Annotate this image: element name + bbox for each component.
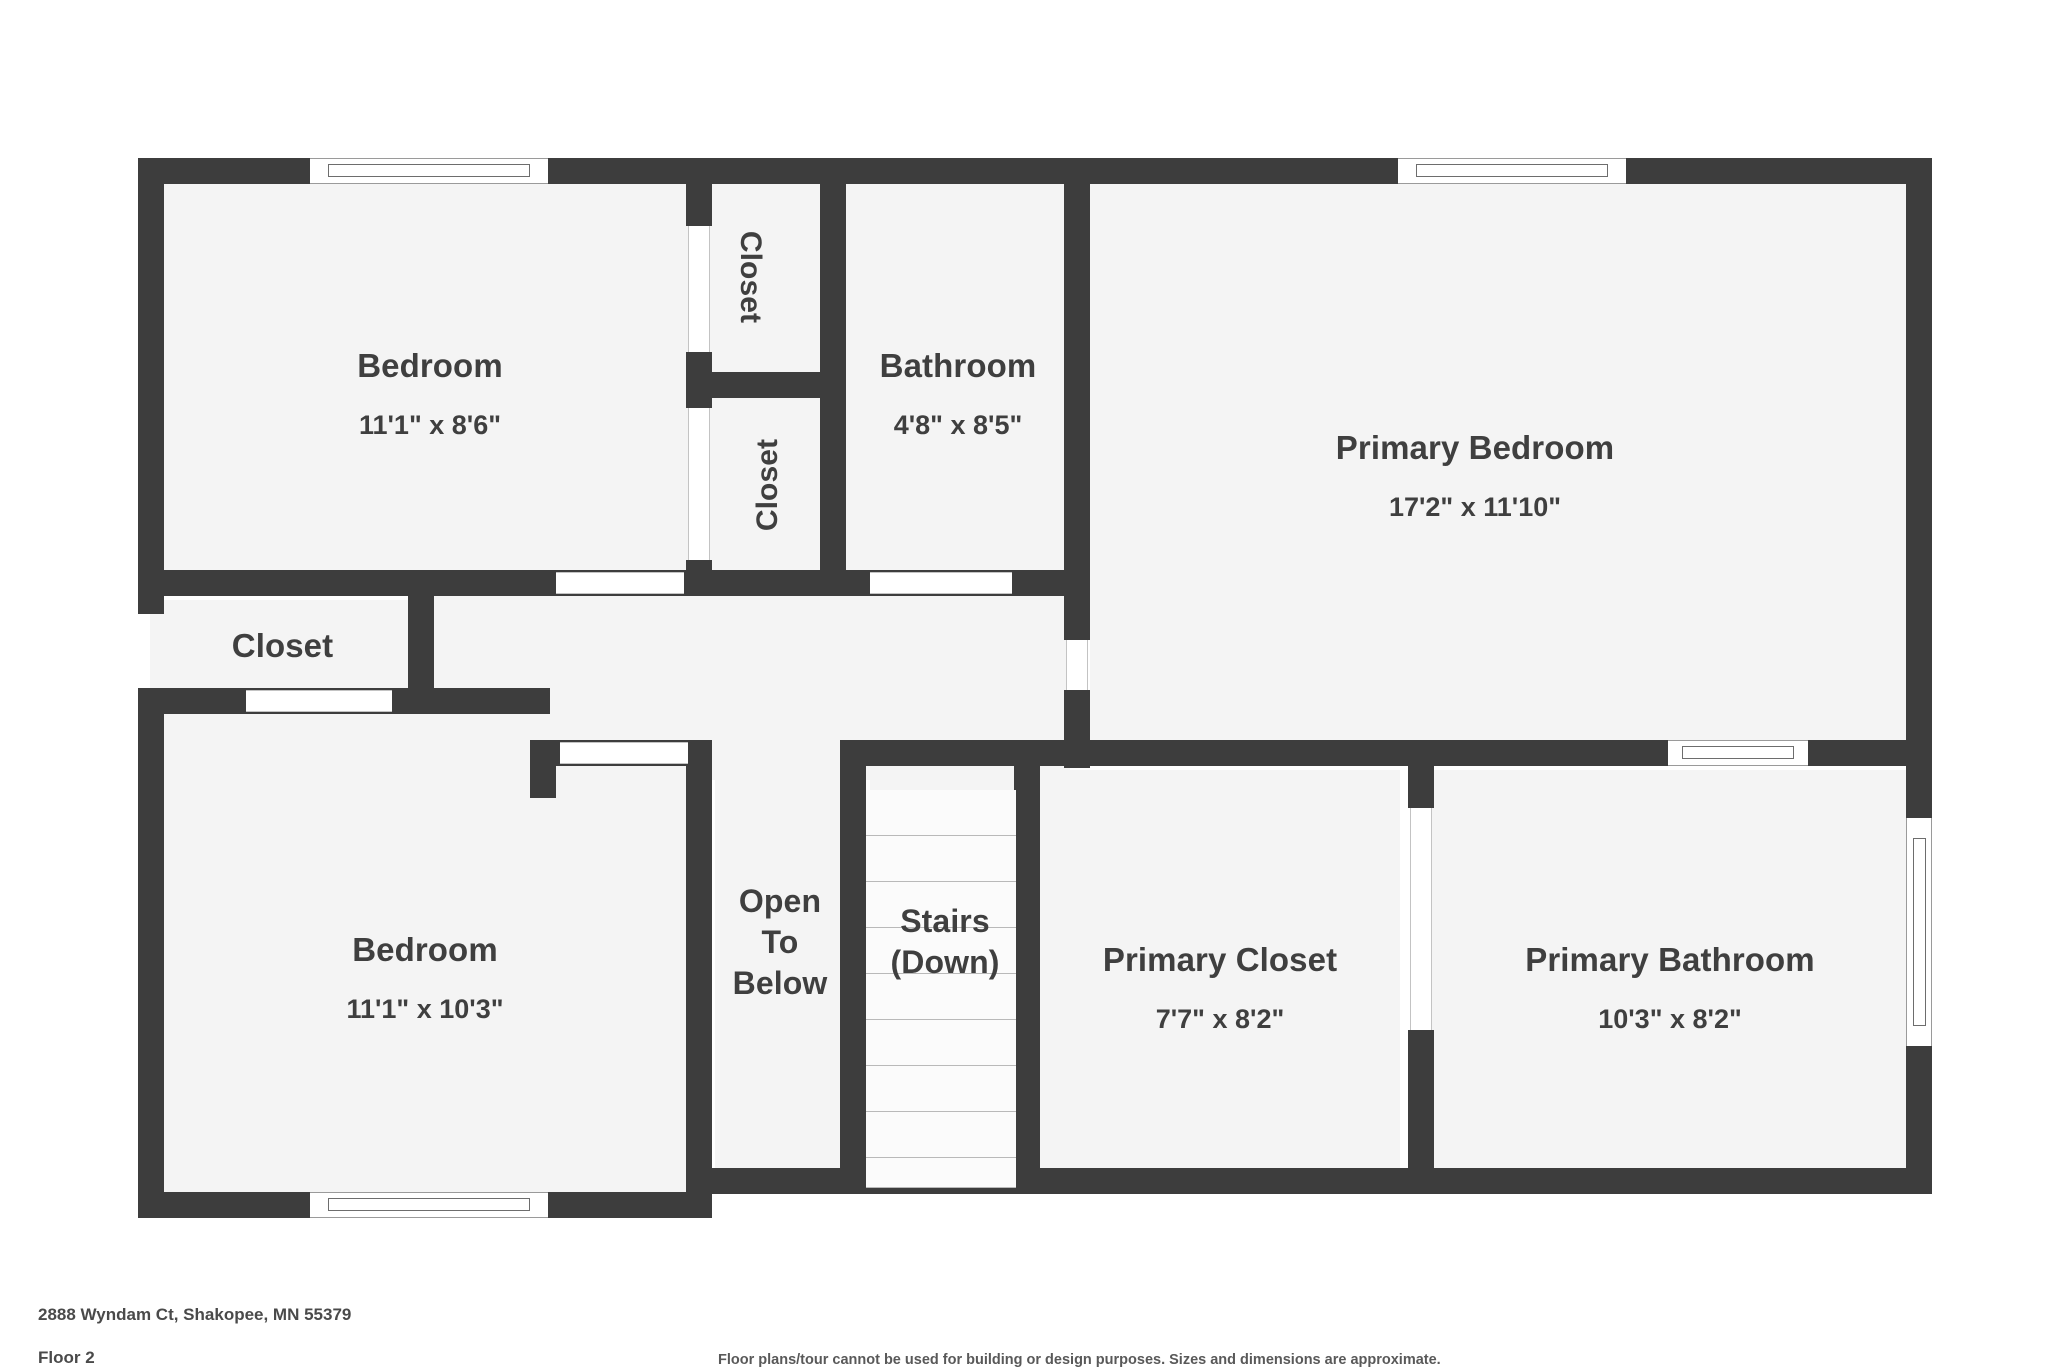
footer-floor-label: Floor 2	[38, 1348, 95, 1367]
stair-tread	[866, 1112, 1016, 1158]
stair-tread	[866, 836, 1016, 882]
door-closet-lower	[688, 408, 710, 560]
wall-bathroom-right	[1064, 158, 1090, 596]
window-pane-primary-bedroom-top	[1416, 164, 1608, 177]
wall-closet-right	[820, 158, 846, 596]
stair-tread	[866, 790, 1016, 836]
room-closet-lower	[710, 385, 820, 585]
wall-closet-hall-right	[408, 596, 434, 714]
footer-address: 2888 Wyndam Ct, Shakopee, MN 55379	[38, 1305, 352, 1324]
room-closet-hall	[150, 600, 415, 690]
wall-stairs-right	[1014, 740, 1040, 1186]
stair-tread	[866, 974, 1016, 1020]
door-closet-hall	[246, 690, 392, 712]
wall-primary-closet-right-2	[1408, 1030, 1434, 1190]
wall-closet-divider	[686, 372, 826, 398]
stair-tread	[866, 1066, 1016, 1112]
room-bedroom-top-left	[150, 170, 710, 585]
wall-bedroom-tl-right-upper	[686, 158, 712, 226]
room-primary-bathroom	[1420, 770, 1920, 1180]
room-closet-upper	[710, 170, 820, 385]
wall-primary-closet-top	[1014, 740, 1434, 766]
wall-exterior-left-lower	[138, 688, 164, 1218]
footer-disclaimer: Floor plans/tour cannot be used for buil…	[718, 1352, 1441, 1368]
wall-stairwell-top	[840, 740, 1040, 766]
window-pane-bedroom-bottom-left	[328, 1198, 530, 1211]
wall-open-to-below-right	[840, 740, 866, 1186]
window-pane-primary-bathroom-right	[1913, 838, 1926, 1026]
room-primary-closet	[1040, 770, 1400, 1180]
window-pane-bedroom-top-left	[328, 164, 530, 177]
door-bathroom	[870, 572, 1012, 594]
door-primary-bedroom	[1066, 640, 1088, 690]
room-open-to-below	[715, 770, 845, 1180]
wall-primary-bedroom-left	[1064, 596, 1090, 640]
door-closet-upper	[688, 226, 710, 352]
room-primary-bedroom	[1090, 170, 1920, 760]
wall-exterior-left-upper	[138, 158, 164, 595]
door-bedroom-bottom-left	[560, 742, 688, 764]
stair-tread	[866, 882, 1016, 928]
room-bathroom	[845, 170, 1070, 585]
door-bedroom-top-left	[556, 572, 684, 594]
room-bedroom-bottom-left	[150, 700, 710, 1200]
door-primary-closet	[1410, 808, 1432, 1030]
window-pane-primary-bedroom-lower	[1682, 746, 1794, 759]
stair-tread	[866, 1020, 1016, 1066]
stair-tread	[866, 1158, 1016, 1188]
stair-tread	[866, 928, 1016, 974]
wall-bedroom-bl-right	[686, 740, 712, 1218]
